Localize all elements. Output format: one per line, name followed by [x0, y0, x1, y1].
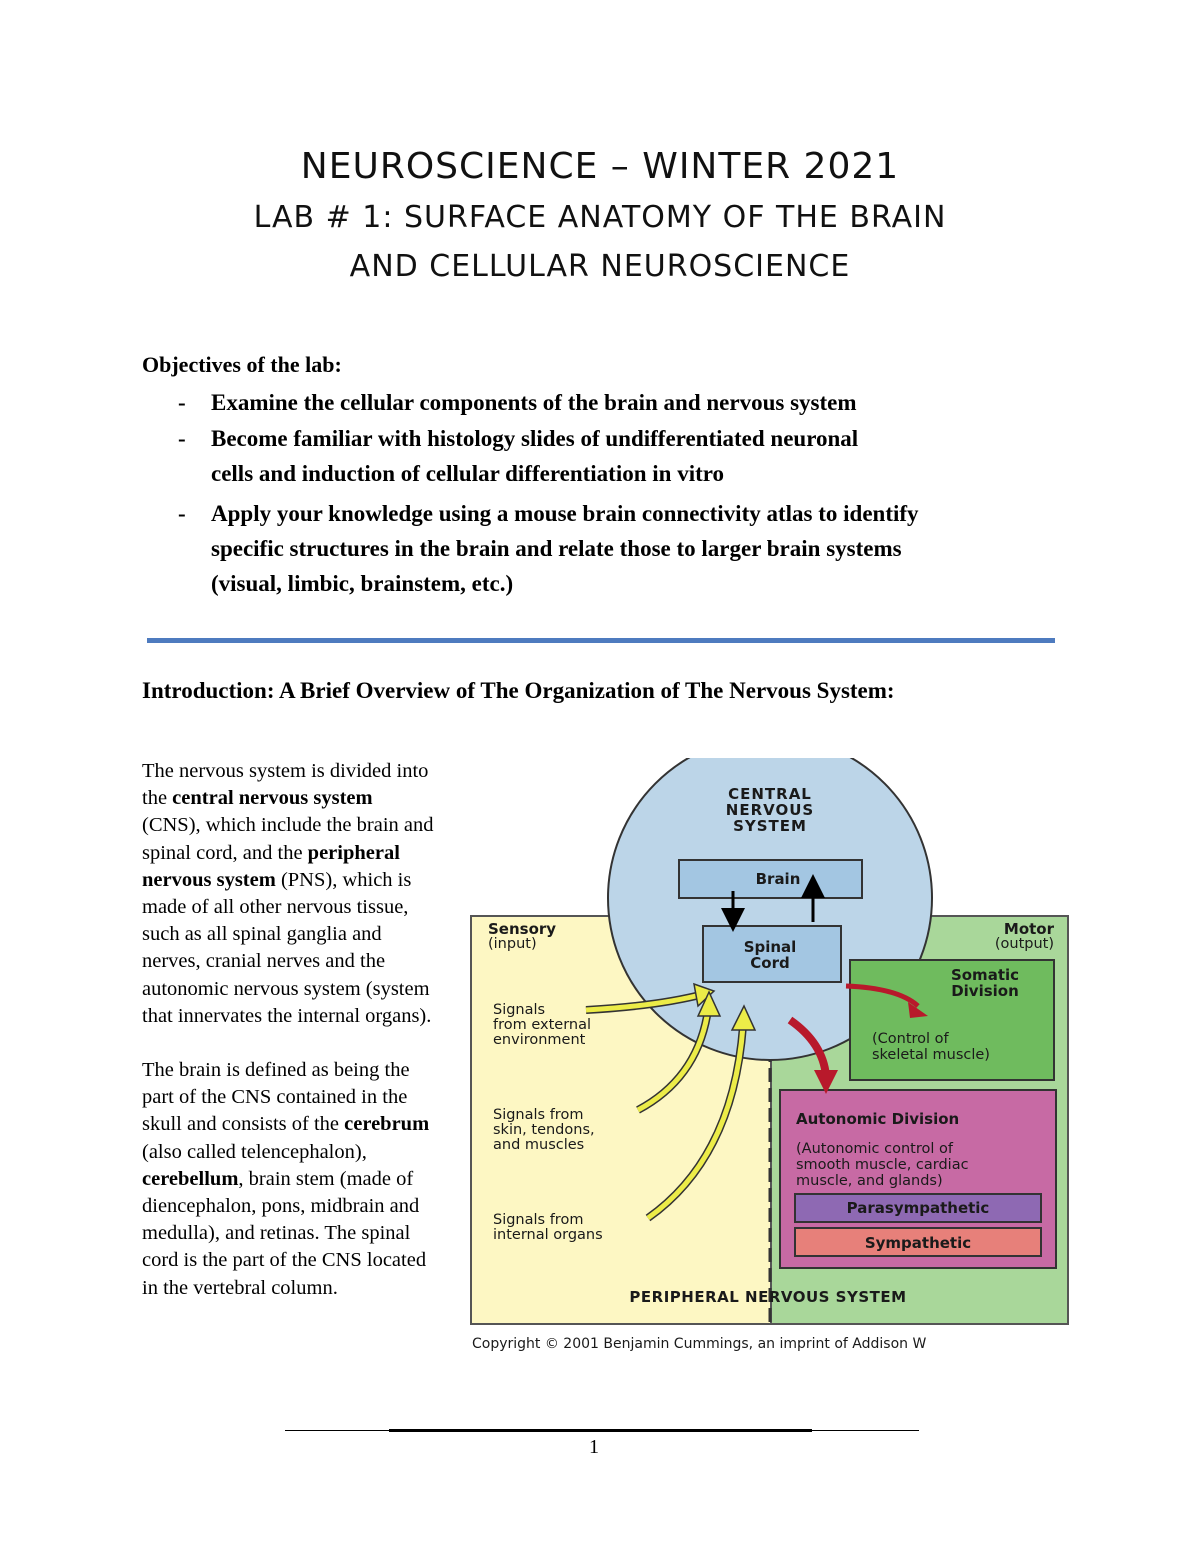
somatic-description: (Control of [872, 1031, 950, 1047]
diagram-canvas: CENTRAL NERVOUS SYSTEM Brain Spinal Cord… [470, 758, 1069, 1352]
parasympathetic-box [794, 1193, 1042, 1223]
signal-organs-label: internal organs [493, 1227, 603, 1243]
sensory-sublabel: (input) [488, 936, 537, 952]
list-bullet: - [178, 501, 186, 526]
signal-arrow-external-fill [585, 991, 705, 1013]
autonomic-description: muscle, and glands) [796, 1173, 943, 1189]
cns-label: NERVOUS [726, 801, 814, 819]
objective-item: - Examine the cellular components of the… [178, 385, 978, 420]
document-title: NEUROSCIENCE – WINTER 2021 [300, 146, 900, 187]
term-cerebellum: cerebellum [142, 1167, 239, 1190]
signal-skin-label: skin, tendons, [493, 1122, 595, 1138]
motor-sublabel: (output) [995, 936, 1054, 952]
footer-divider-accent [389, 1429, 812, 1432]
introduction-body: The nervous system is divided into the c… [142, 758, 434, 1302]
list-bullet: - [178, 426, 186, 451]
signal-organs-label: Signals from [493, 1212, 583, 1228]
motor-label: Motor [1004, 920, 1055, 938]
page-number: 1 [589, 1436, 599, 1458]
somatic-label: Division [951, 982, 1019, 1000]
somatic-label: Somatic [951, 966, 1019, 984]
somatic-division-box [849, 959, 1055, 1081]
objectives-heading: Objectives of the lab: [142, 352, 342, 377]
signal-external-label: from external [493, 1017, 591, 1033]
term-cns: central nervous system [172, 787, 373, 810]
motor-arrow-somatic-icon [845, 983, 920, 1008]
nervous-system-diagram: CENTRAL NERVOUS SYSTEM Brain Spinal Cord… [468, 758, 1108, 1358]
objective-text: Apply your knowledge using a mouse brain… [211, 501, 919, 596]
motor-arrow-somatic-head [908, 1002, 928, 1018]
objective-item: - Become familiar with histology slides … [178, 421, 878, 491]
objective-text: Examine the cellular components of the b… [211, 390, 857, 415]
signal-external-label: Signals [493, 1002, 545, 1018]
signal-arrow-skin-fill [636, 1009, 711, 1113]
term-cerebrum: cerebrum [344, 1113, 430, 1136]
introduction-heading: Introduction: A Brief Overview of The Or… [142, 678, 895, 703]
lab-title-line-2: AND CELLULAR NEUROSCIENCE [349, 249, 851, 284]
brain-label: Brain [756, 870, 801, 888]
autonomic-description: smooth muscle, cardiac [796, 1157, 969, 1173]
parasympathetic-label: Parasympathetic [847, 1199, 990, 1217]
sympathetic-label: Sympathetic [865, 1234, 971, 1252]
paragraph: The nervous system is divided into the c… [142, 760, 434, 1027]
motor-arrow-autonomic-icon [787, 1016, 830, 1077]
signal-skin-label: and muscles [493, 1137, 584, 1153]
brain-box [678, 859, 863, 899]
objective-text: Become familiar with histology slides of… [211, 426, 859, 486]
lab-title-line-1: LAB # 1: SURFACE ANATOMY OF THE BRAIN [253, 200, 947, 235]
somatic-description: skeletal muscle) [872, 1047, 990, 1063]
autonomic-description: (Autonomic control of [796, 1141, 954, 1157]
paragraph: The brain is defined as being the part o… [142, 1059, 430, 1299]
sensory-label: Sensory [488, 920, 556, 938]
autonomic-label: Autonomic Division [796, 1110, 959, 1128]
list-bullet: - [178, 390, 186, 415]
objective-item: - Apply your knowledge using a mouse bra… [178, 496, 938, 601]
sympathetic-box [794, 1227, 1042, 1257]
motor-arrow-autonomic-head [814, 1070, 838, 1094]
spinal-cord-label: Spinal [744, 938, 797, 956]
term-pns: peripheral nervous system [142, 841, 400, 891]
signal-arrow-organs-fill [646, 1025, 746, 1221]
cns-label: CENTRAL [728, 785, 812, 803]
cns-label: SYSTEM [733, 817, 807, 835]
signal-arrow-organs-head [730, 1004, 757, 1031]
spinal-cord-box [702, 925, 842, 983]
signal-external-label: environment [493, 1032, 586, 1048]
signal-skin-label: Signals from [493, 1107, 583, 1123]
section-divider [147, 638, 1055, 643]
copyright-note: Copyright © 2001 Benjamin Cummings, an i… [472, 1336, 926, 1352]
signal-arrow-skin-head [696, 990, 722, 1017]
pns-label: PERIPHERAL NERVOUS SYSTEM [629, 1288, 906, 1306]
spinal-cord-label: Cord [750, 954, 789, 972]
